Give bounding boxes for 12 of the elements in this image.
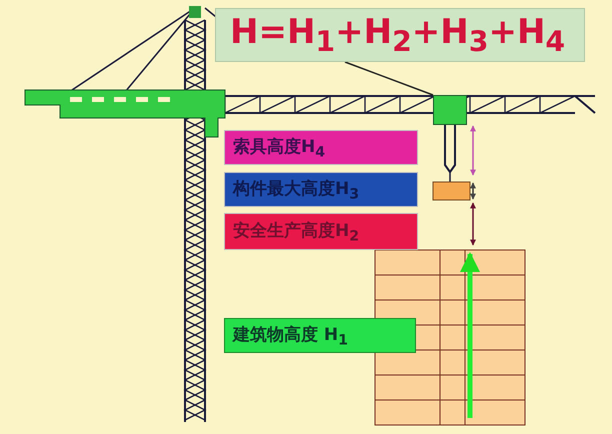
- trolley-box: [433, 95, 467, 125]
- label-text: 安全生产高度H$_{2}$: [233, 220, 360, 244]
- label-text: 构件最大高度H$_{3}$: [233, 178, 360, 202]
- label-box: [224, 213, 418, 250]
- label-box: [224, 318, 416, 353]
- label-text: 建筑物高度 H$_{1}$: [233, 324, 348, 348]
- formula-text: H=H$_{1}$+H$_{2}$+H$_{3}$+H$_{4}$: [230, 12, 566, 58]
- leader-line: [344, 61, 434, 96]
- label-box: [224, 172, 418, 207]
- label-box: [224, 130, 418, 165]
- label-text: 索具高度H$_{4}$: [233, 136, 326, 160]
- formula-box: [215, 8, 585, 62]
